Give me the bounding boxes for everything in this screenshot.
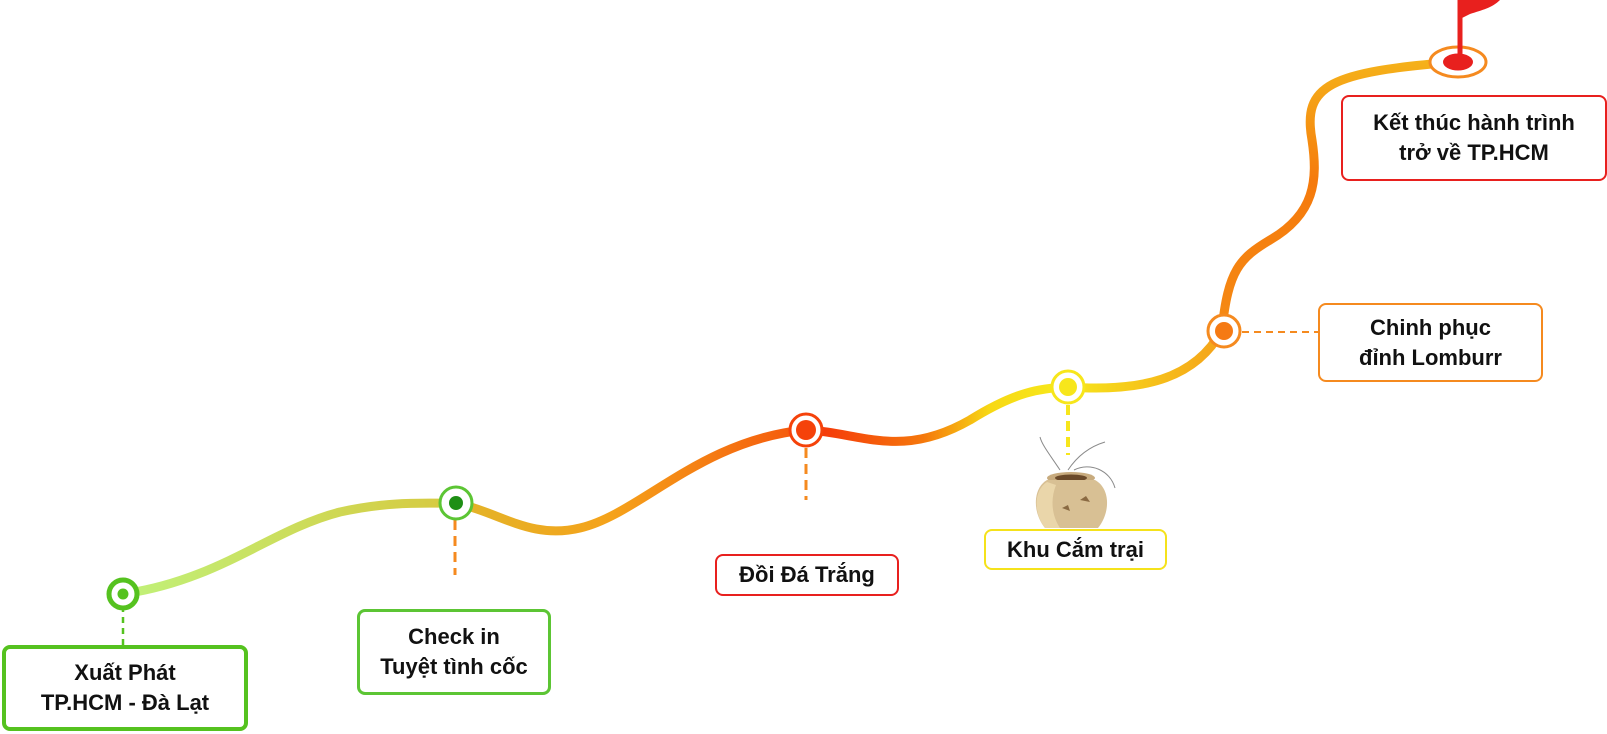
finish-flag-icon	[1457, 0, 1500, 62]
stop-label-ket: Kết thúc hành trình trở về TP.HCM	[1341, 95, 1607, 181]
stop-label-ket-line-1: Kết thúc hành trình	[1373, 110, 1575, 135]
stop-label-ket-line-2: trở về TP.HCM	[1399, 140, 1549, 165]
stop-label-start-line-2: TP.HCM - Đà Lạt	[40, 690, 210, 715]
stop-label-start: Xuất Phát TP.HCM - Đà Lạt	[2, 645, 248, 731]
stop-label-check-line-1: Check in	[408, 624, 500, 649]
stop-label-khu-line-1: Khu Cắm trại	[1007, 536, 1144, 562]
stop-label-khu: Khu Cắm trại	[984, 529, 1167, 570]
stop-label-doi-line-1: Đồi Đá Trắng	[739, 562, 875, 587]
stop-label-start-line-1: Xuất Phát	[74, 660, 176, 685]
stop-node-chinh	[1206, 313, 1242, 349]
stop-label-chinh-line-2: đỉnh Lomburr	[1359, 344, 1502, 370]
stop-node-start	[106, 577, 140, 611]
route-segment-2	[450, 425, 810, 536]
stop-node-doi	[788, 412, 824, 448]
stop-node-check	[438, 485, 474, 521]
stop-label-chinh: Chinh phục đỉnh Lomburr	[1318, 303, 1543, 382]
route-segment-1	[118, 498, 460, 599]
stop-node-khu	[1050, 369, 1086, 405]
stop-label-doi: Đồi Đá Trắng	[715, 554, 899, 596]
route-segment-3	[800, 382, 1073, 446]
camping-pot-icon	[1035, 436, 1116, 528]
route-segment-5	[1217, 57, 1460, 335]
stop-label-check-line-2: Tuyệt tình cốc	[380, 654, 528, 679]
stop-label-chinh-line-1: Chinh phục	[1370, 314, 1491, 340]
stop-label-check: Check in Tuyệt tình cốc	[357, 609, 551, 695]
route-segment-4	[1063, 325, 1227, 393]
